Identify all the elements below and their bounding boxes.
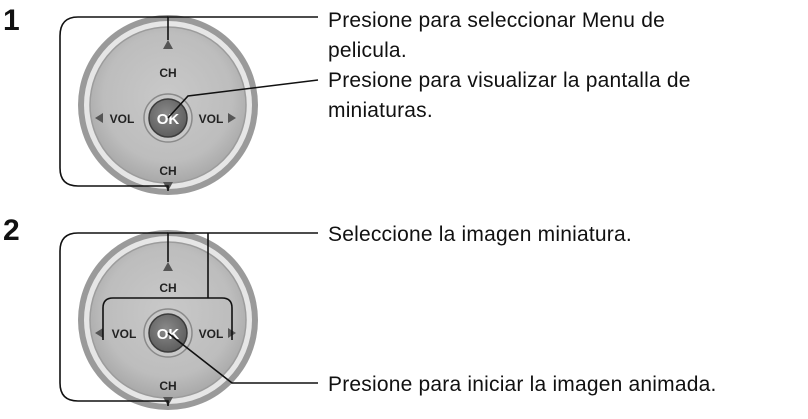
vol-left-arrow-icon[interactable] (95, 328, 103, 338)
ch-up-label: CH (159, 66, 176, 80)
vol-left-label: VOL (110, 112, 135, 126)
step-1-callouts (59, 16, 319, 191)
ch-up-label: CH (159, 281, 176, 295)
ch-down-label: CH (159, 379, 176, 393)
step-2-desc-start-animation: Presione para iniciar la imagen animada. (328, 373, 717, 396)
callout-ch-down (59, 16, 169, 191)
vol-right-arrow-icon[interactable] (228, 113, 236, 123)
vol-right-label: VOL (199, 112, 224, 126)
ch-down-label: CH (159, 164, 176, 178)
step-2-desc-select-thumbnail: Seleccione la imagen miniatura. (328, 223, 632, 246)
callout-ok (167, 79, 319, 119)
step-2-callouts (59, 232, 318, 406)
callout-ch-down (59, 232, 169, 406)
vol-left-label: VOL (112, 327, 137, 341)
vol-left-arrow-icon[interactable] (95, 113, 103, 123)
vol-right-label: VOL (199, 327, 224, 341)
callout-ok (167, 332, 318, 384)
step-1-desc-show-thumbnails: Presione para visualizar la pantalla de … (328, 69, 691, 122)
ch-up-arrow-icon[interactable] (163, 40, 173, 49)
ch-up-arrow-icon[interactable] (163, 262, 173, 271)
ok-label: OK (157, 326, 180, 343)
ok-label: OK (157, 111, 180, 128)
step-1-desc-select-movie-menu: Presione para seleccionar Menu de pelicu… (328, 9, 665, 62)
step-1-dial: OK CH CH VOL VOL (59, 15, 319, 195)
step-1-number: 1 (3, 4, 20, 37)
step-2-number: 2 (3, 214, 20, 247)
callout-vol-bracket (102, 297, 233, 340)
step-2-dial: OK CH CH VOL VOL (59, 230, 318, 410)
